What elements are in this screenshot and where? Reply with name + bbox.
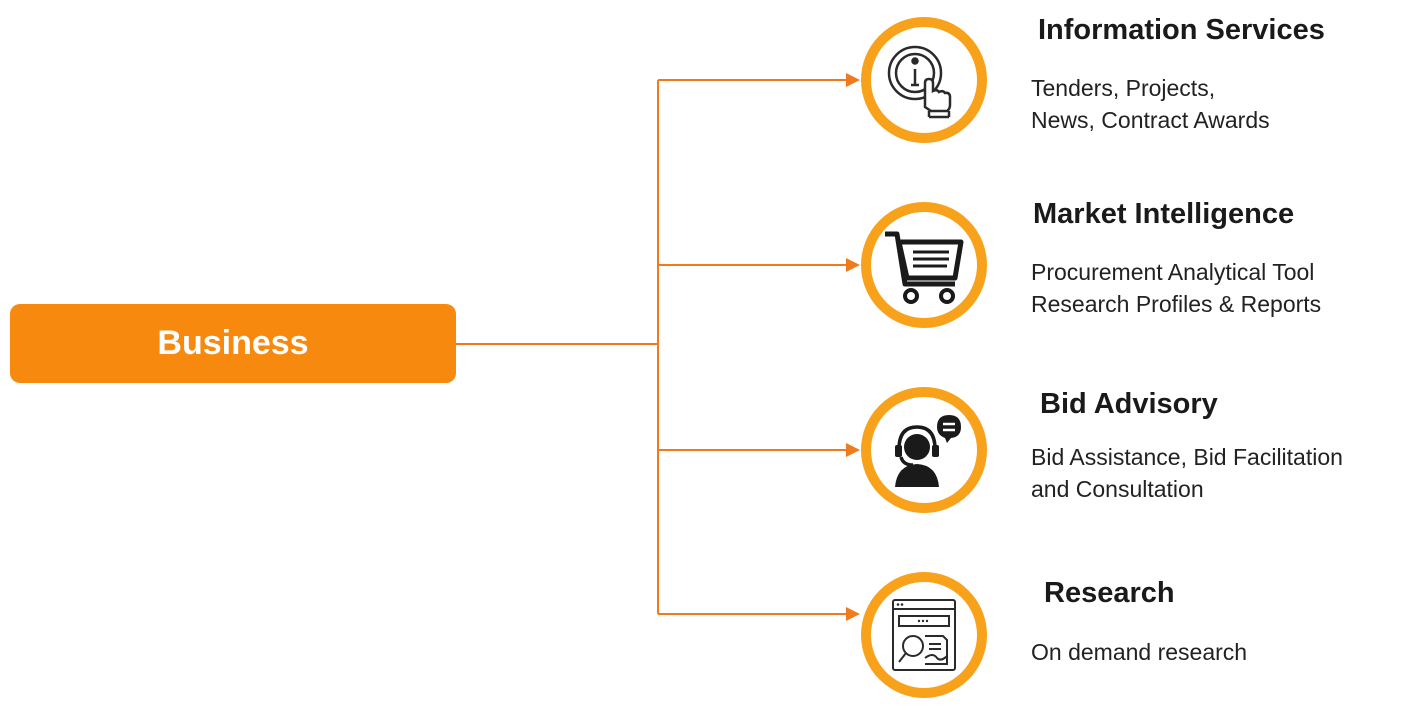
description-line: Bid Assistance, Bid Facilitation bbox=[1031, 444, 1343, 470]
description-line: Tenders, Projects, bbox=[1031, 75, 1216, 101]
description-line: and Consultation bbox=[1031, 476, 1204, 502]
description-line: News, Contract Awards bbox=[1031, 107, 1270, 133]
root-node-business: Business bbox=[10, 304, 456, 383]
research-description: On demand research bbox=[1031, 636, 1247, 668]
arrowhead-3 bbox=[846, 443, 860, 457]
research-icon-circle bbox=[861, 572, 987, 698]
headset-support-icon bbox=[895, 415, 961, 487]
arrowhead-4 bbox=[846, 607, 860, 621]
market-intelligence-description: Procurement Analytical Tool Research Pro… bbox=[1031, 256, 1321, 320]
description-line: On demand research bbox=[1031, 639, 1248, 665]
bid-advisory-icon-circle bbox=[861, 387, 987, 513]
shopping-cart-icon bbox=[885, 231, 964, 304]
description-line: Procurement Analytical Tool bbox=[1031, 259, 1315, 285]
arrowhead-1 bbox=[846, 73, 860, 87]
web-research-icon bbox=[892, 599, 956, 671]
root-node-label: Business bbox=[157, 324, 309, 362]
description-line: Research Profiles & Reports bbox=[1031, 291, 1322, 317]
arrowhead-2 bbox=[846, 258, 860, 272]
research-title: Research bbox=[1044, 577, 1175, 609]
information-services-icon-circle bbox=[861, 17, 987, 143]
info-touch-icon bbox=[887, 45, 952, 119]
information-services-description: Tenders, Projects, News, Contract Awards bbox=[1031, 72, 1270, 136]
information-services-title: Information Services bbox=[1038, 14, 1325, 46]
bid-advisory-title: Bid Advisory bbox=[1040, 388, 1218, 420]
bid-advisory-description: Bid Assistance, Bid Facilitation and Con… bbox=[1031, 441, 1343, 505]
market-intelligence-icon-circle bbox=[861, 202, 987, 328]
market-intelligence-title: Market Intelligence bbox=[1033, 198, 1295, 230]
